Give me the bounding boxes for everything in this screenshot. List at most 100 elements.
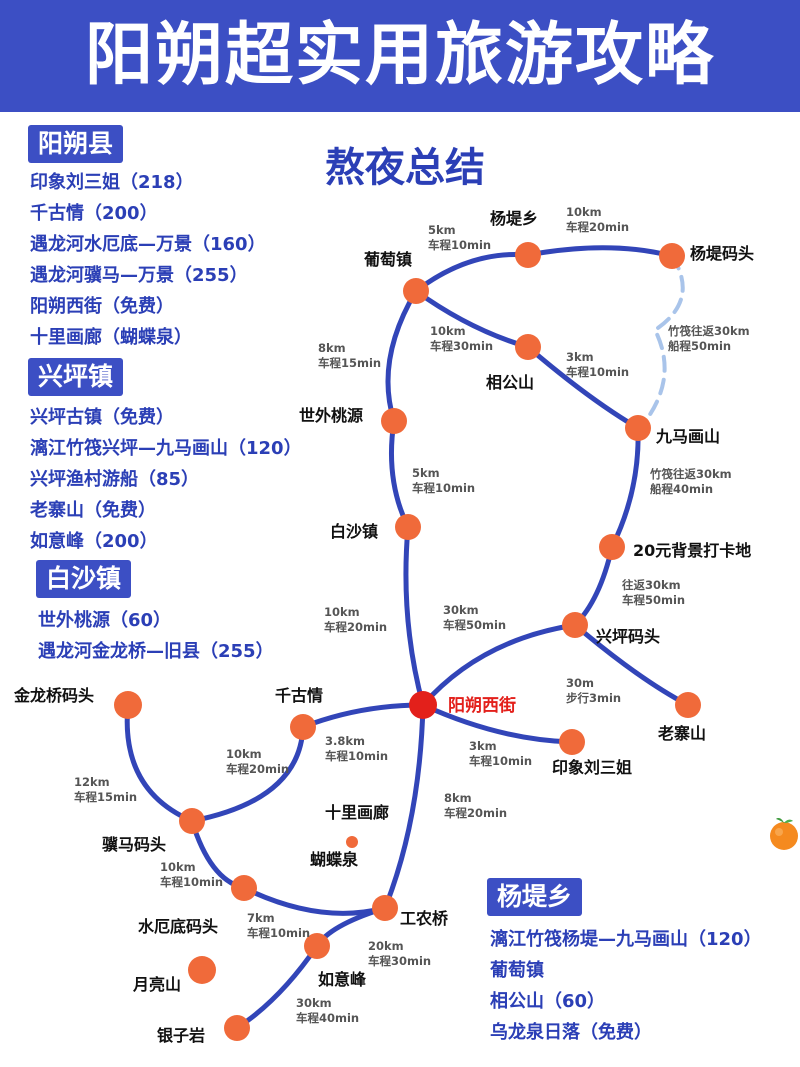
dist-ruyi-yinzi-1: 30km: [296, 996, 332, 1010]
node-ershiyuan: [599, 534, 625, 560]
node-putao: [403, 278, 429, 304]
legend-item: 兴坪古镇（免费）: [30, 407, 174, 428]
dist-shiwai-baisha-1: 5km: [412, 466, 440, 480]
legend-item: 遇龙河水厄底—万景（160）: [30, 234, 266, 255]
node-shiwai: [381, 408, 407, 434]
legend-item: 十里画廊（蝴蝶泉）: [30, 327, 192, 348]
dist-xingping-laozhai-1: 30m: [566, 676, 594, 690]
node-gongnong: [372, 895, 398, 921]
route-jiuma-ershi: [609, 425, 641, 550]
route-nodes: [114, 242, 701, 1041]
legend-item: 相公山（60）: [490, 991, 606, 1012]
dist-bamboo-30-50-1: 竹筏往返30km: [667, 324, 750, 338]
legend-item: 遇龙河骥马—万景（255）: [30, 265, 248, 286]
dist-putao-shiwai-1: 8km: [318, 341, 346, 355]
legend-header-yangdi: 杨堤乡: [487, 878, 583, 916]
route-putao-yangdi: [413, 251, 531, 294]
node-baisha: [395, 514, 421, 540]
node-jiuma: [625, 415, 651, 441]
dist-xijie-yinxiang-1: 3km: [469, 739, 497, 753]
legend-header-baisha: 白沙镇: [36, 560, 132, 598]
dist-putao-xianggong-1: 10km: [430, 324, 466, 338]
page-subtitle: 熬夜总结: [325, 145, 485, 191]
legend-item: 如意峰（200）: [30, 531, 158, 552]
label-yangdi-pier: 杨堤码头: [690, 244, 754, 263]
node-ruyi: [304, 933, 330, 959]
dist-ruyi-yinzi-2: 车程40min: [296, 1011, 359, 1025]
node-hudie: [346, 836, 358, 848]
dist-gongnong-ruyi-2: 车程30min: [368, 954, 431, 968]
dist-qiangu-xijie-2: 车程10min: [325, 749, 388, 763]
dist-xianggong-jiuma-2: 车程10min: [566, 365, 629, 379]
legend-item: 漓江竹筏兴坪—九马画山（120）: [30, 438, 302, 459]
dist-jima-shuie-2: 车程10min: [160, 875, 223, 889]
dist-xingping-laozhai-2: 步行3min: [566, 691, 621, 705]
dist-putao-yangdi-2: 车程10min: [428, 238, 491, 252]
route-baisha-xijie: [403, 524, 426, 708]
dist-shuie-gongnong-2: 车程10min: [247, 926, 310, 940]
node-yinzi: [224, 1015, 250, 1041]
label-jinlong: 金龙桥码头: [13, 686, 94, 705]
label-gongnong: 工农桥: [400, 909, 449, 928]
route-yangdi-pier: [525, 245, 675, 259]
dist-xijie-gongnong-2: 车程20min: [444, 806, 507, 820]
label-putao: 葡萄镇: [363, 250, 412, 269]
node-yangdi: [515, 242, 541, 268]
label-shuie: 水厄底码头: [138, 917, 218, 936]
label-ershiyuan: 20元背景打卡地: [633, 541, 751, 560]
dist-xijie-xingping-1: 30km: [443, 603, 479, 617]
legend-item: 乌龙泉日落（免费）: [490, 1022, 652, 1043]
label-laozhai: 老寨山: [657, 724, 706, 743]
node-xijie-center: [409, 691, 437, 719]
dist-yangdi-pier-2: 车程20min: [566, 220, 629, 234]
route-xijie-gongnong: [382, 702, 426, 911]
node-xianggong: [515, 334, 541, 360]
route-putao-shiwai: [385, 288, 419, 424]
dist-jinlong-jima-2: 车程15min: [74, 790, 137, 804]
label-yangdi: 杨堤乡: [490, 209, 538, 228]
node-jinlong: [114, 691, 142, 719]
route-qiangu-jima: [189, 724, 306, 824]
route-jinlong-jima: [124, 702, 195, 824]
legend-header-yangshuo: 阳朔县: [28, 125, 124, 163]
dist-shuie-gongnong-1: 7km: [247, 911, 275, 925]
label-qiangu: 千古情: [275, 686, 323, 705]
dist-yangdi-pier-1: 10km: [566, 205, 602, 219]
dist-jima-shuie-1: 10km: [160, 860, 196, 874]
dist-baisha-xijie-2: 车程20min: [324, 620, 387, 634]
label-yueliang: 月亮山: [132, 975, 181, 994]
route-putao-xianggong: [413, 288, 531, 350]
dist-xijie-xingping-2: 车程50min: [443, 618, 506, 632]
node-qiangu: [290, 714, 316, 740]
node-yinxiang: [559, 729, 585, 755]
place-labels: 葡萄镇 杨堤乡 杨堤码头 相公山 九马画山 世外桃源 白沙镇 20元背景打卡地 …: [13, 209, 754, 1045]
dist-bamboo-30-40-1: 竹筏往返30km: [649, 467, 732, 481]
label-yinzi: 银子岩: [157, 1026, 205, 1045]
legend-item: 兴坪渔村游船（85）: [30, 469, 200, 490]
node-yueliang: [188, 956, 216, 984]
dist-ershi-xingping-1: 往返30km: [622, 578, 681, 592]
legend-item: 千古情（200）: [30, 203, 158, 224]
route-bamboo-raft-dashed: [638, 254, 685, 430]
legend-item: 遇龙河金龙桥—旧县（255）: [38, 641, 274, 662]
title-banner: [0, 0, 800, 112]
route-shiwai-baisha: [388, 418, 411, 530]
node-laozhai: [675, 692, 701, 718]
label-shili: 十里画廊: [325, 803, 389, 822]
label-jiuma: 九马画山: [655, 427, 720, 446]
label-xianggong: 相公山: [486, 373, 534, 392]
page-title: 阳朔超实用旅游攻略: [84, 16, 715, 95]
node-xingping-pier: [562, 612, 588, 638]
node-shuie: [231, 875, 257, 901]
label-xijie: 阳朔西街: [448, 695, 516, 716]
node-yangdi-pier: [659, 243, 685, 269]
route-shuie-gongnong: [241, 885, 388, 916]
dist-bamboo-30-40-2: 船程40min: [650, 482, 713, 496]
dist-jima-qiangu-1: 10km: [226, 747, 262, 761]
dist-putao-yangdi-1: 5km: [428, 223, 456, 237]
dist-xijie-gongnong-1: 8km: [444, 791, 472, 805]
dist-ershi-xingping-2: 车程50min: [622, 593, 685, 607]
legend-item: 阳朔西街（免费）: [30, 296, 174, 317]
dist-jima-qiangu-2: 车程20min: [226, 762, 289, 776]
